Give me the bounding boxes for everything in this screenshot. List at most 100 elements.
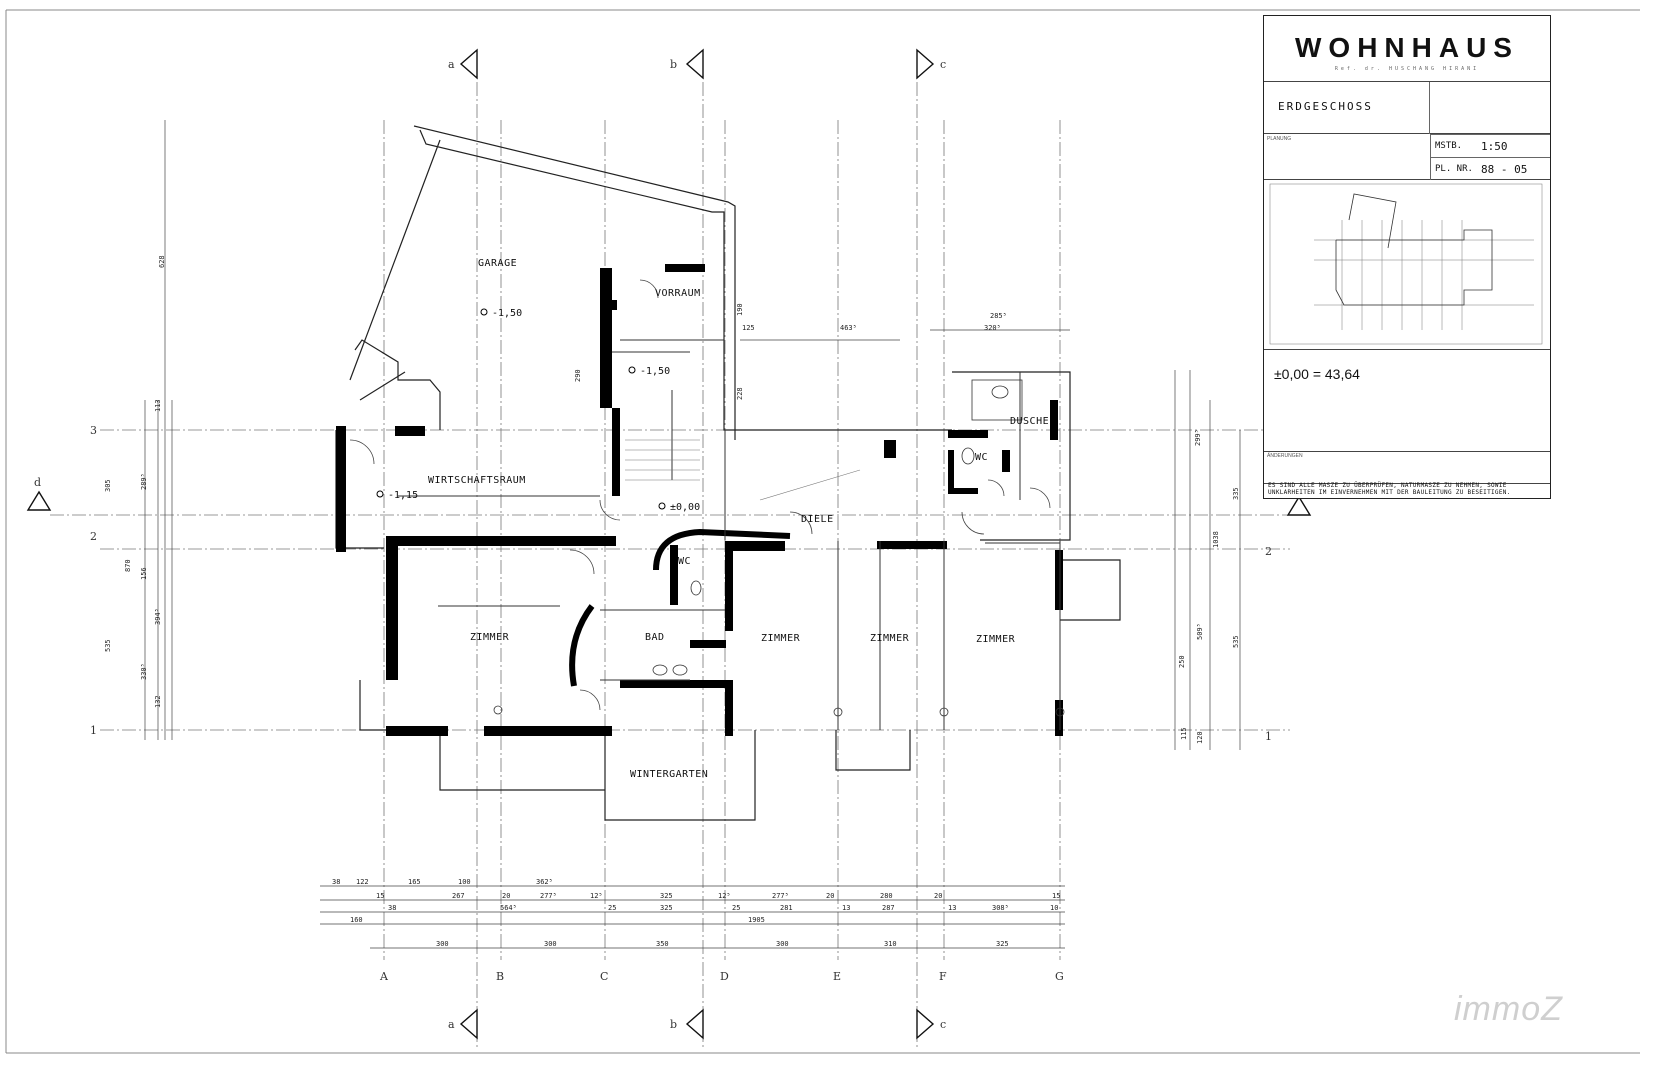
dim-axis-2: 350 bbox=[656, 940, 669, 948]
dim-r-3: 299⁵ bbox=[1194, 429, 1202, 446]
dim-b2-6: 12⁵ bbox=[718, 892, 731, 900]
axis-label-g: G bbox=[1055, 970, 1064, 983]
dim-axis-0: 300 bbox=[436, 940, 449, 948]
dim-l-6: 394⁵ bbox=[154, 608, 162, 625]
dim-l-9: 113 bbox=[154, 399, 162, 412]
curved-walls bbox=[569, 528, 791, 687]
dim-b3-6: 13 bbox=[842, 904, 850, 912]
dim-b2-4: 12⁵ bbox=[590, 892, 603, 900]
dim-t-5: 290 bbox=[574, 369, 582, 382]
dim-b3-3: 325 bbox=[660, 904, 673, 912]
axis-label-a: A bbox=[379, 970, 389, 983]
dim-l-1: 305 bbox=[104, 479, 112, 492]
room-label-zimmer-4: ZIMMER bbox=[976, 634, 1016, 645]
dim-b1-4: 362⁵ bbox=[536, 878, 553, 886]
dim-l-5: 156 bbox=[140, 567, 148, 580]
title-block-header: WOHNHAUS Ref. dr. HUSCHANG HIRANI bbox=[1264, 16, 1550, 82]
axis-label-d: D bbox=[720, 970, 729, 983]
dim-axis-3: 300 bbox=[776, 940, 789, 948]
key-plan bbox=[1264, 180, 1550, 350]
scale-cell: MSTB. 1:50 bbox=[1430, 134, 1550, 157]
axis-row-labels: 3 2 1 3 2 1 bbox=[90, 424, 1272, 743]
dim-axis-1: 300 bbox=[544, 940, 557, 948]
floor-grid-cells bbox=[1429, 82, 1550, 134]
dim-b3-8: 13 bbox=[948, 904, 956, 912]
section-markers bbox=[26, 48, 1312, 1040]
axis-row-label-2-right: 2 bbox=[1265, 545, 1272, 558]
elevation-value: ±0,00 = 43,64 bbox=[1274, 366, 1360, 382]
dim-t-2: 320⁵ bbox=[984, 324, 1001, 332]
plan-number-label: PL. NR. bbox=[1435, 164, 1473, 174]
dim-r-0: 335 bbox=[1232, 487, 1240, 500]
level-garage: -1,50 bbox=[492, 308, 522, 319]
structural-walls bbox=[336, 264, 1063, 736]
dim-b1-2: 165 bbox=[408, 878, 421, 886]
dim-l-0: 628 bbox=[158, 255, 166, 268]
section-label-c-top: c bbox=[940, 58, 946, 71]
bottom-dimensions: 38 122 165 100 362⁵ 15 267 20 277⁵ 12⁵ 3… bbox=[332, 878, 1060, 948]
dim-b4-0: 160 bbox=[350, 916, 363, 924]
dim-t-6: 190 bbox=[736, 303, 744, 316]
level-wirtschaftsraum: -1,15 bbox=[388, 490, 418, 501]
general-note-text: ES SIND ALLE MASZE ZU ÜBERPRÜFEN, NATURM… bbox=[1268, 482, 1511, 496]
drawing-subtitle: Ref. dr. HUSCHANG HIRANI bbox=[1334, 66, 1480, 72]
dimension-lines bbox=[144, 120, 1241, 949]
section-label-d-left: d bbox=[34, 476, 41, 489]
dim-b3-1: 564⁵ bbox=[500, 904, 517, 912]
axis-row-label-1-right: 1 bbox=[1265, 730, 1272, 743]
elevation-reference: ±0,00 = 43,64 bbox=[1264, 350, 1550, 452]
dim-r-1: 1038 bbox=[1212, 531, 1220, 548]
dim-b2-1: 267 bbox=[452, 892, 465, 900]
title-block: WOHNHAUS Ref. dr. HUSCHANG HIRANI ERDGES… bbox=[1263, 15, 1551, 499]
interior-partitions bbox=[398, 339, 1061, 730]
room-label-wintergarten: WINTERGARTEN bbox=[630, 769, 708, 780]
dim-r-4: 509⁵ bbox=[1196, 623, 1204, 640]
axis-label-c: C bbox=[600, 970, 608, 983]
room-label-bad: BAD bbox=[645, 632, 665, 643]
axis-column-labels: A B C D E F G bbox=[379, 970, 1064, 983]
dim-t-1: 285⁵ bbox=[990, 312, 1007, 320]
watermark-logo: immoZ bbox=[1454, 990, 1563, 1028]
stairs bbox=[625, 439, 861, 501]
dim-l-4: 289⁵ bbox=[140, 473, 148, 490]
dim-l-2: 870 bbox=[124, 559, 132, 572]
room-label-wc-lower: WC bbox=[678, 556, 691, 567]
planung-label: PLANUNG bbox=[1267, 136, 1292, 142]
dim-r-7: 120 bbox=[1196, 731, 1204, 744]
dim-r-6: 115 bbox=[1180, 727, 1188, 740]
dim-r-2: 535 bbox=[1232, 635, 1240, 648]
dim-b1-0: 38 bbox=[332, 878, 340, 886]
room-label-wc-upper: WC bbox=[975, 452, 988, 463]
dim-l-8: 132 bbox=[154, 695, 162, 708]
dim-axis-5: 325 bbox=[996, 940, 1009, 948]
changes-table: ÄNDERUNGEN bbox=[1264, 452, 1550, 484]
room-labels: GARAGE VORRAUM DUSCHE WC WIRTSCHAFTSRAUM… bbox=[428, 258, 1049, 780]
room-label-zimmer-3: ZIMMER bbox=[870, 633, 910, 644]
dim-b2-3: 277⁵ bbox=[540, 892, 557, 900]
sheet-border bbox=[5, 9, 1640, 1054]
plan-number-value: 88 - 05 bbox=[1481, 163, 1528, 176]
dim-l-3: 535 bbox=[104, 639, 112, 652]
dim-b2-8: 20 bbox=[826, 892, 834, 900]
dim-l-7: 330⁵ bbox=[140, 663, 148, 680]
key-plan-drawing bbox=[1269, 183, 1543, 345]
drawing-title: WOHNHAUS bbox=[1295, 32, 1519, 63]
top-dimensions: 463⁵ 285⁵ 320⁵ 125 228 290 190 bbox=[574, 303, 1007, 400]
dim-b2-2: 20 bbox=[502, 892, 510, 900]
dim-b3-4: 25 bbox=[732, 904, 740, 912]
room-label-garage: GARAGE bbox=[478, 258, 517, 269]
plan-number-cell: PL. NR. 88 - 05 bbox=[1430, 157, 1550, 180]
room-label-dusche: DUSCHE bbox=[1010, 416, 1049, 427]
changes-label: ÄNDERUNGEN bbox=[1267, 453, 1303, 459]
section-label-a-bottom: a bbox=[448, 1018, 455, 1031]
title-block-floor: ERDGESCHOSS bbox=[1264, 82, 1550, 134]
level-vorraum: -1,50 bbox=[640, 366, 670, 377]
room-label-zimmer-1: ZIMMER bbox=[470, 632, 510, 643]
dim-b3-5: 281 bbox=[780, 904, 793, 912]
dim-b3-9: 308⁵ bbox=[992, 904, 1009, 912]
dim-b2-0: 15 bbox=[376, 892, 384, 900]
right-dimensions: 335 1038 535 299⁵ 509⁵ 250 115 120 bbox=[1178, 429, 1240, 744]
dim-b2-10: 20 bbox=[934, 892, 942, 900]
dim-total: 1905 bbox=[748, 916, 765, 924]
